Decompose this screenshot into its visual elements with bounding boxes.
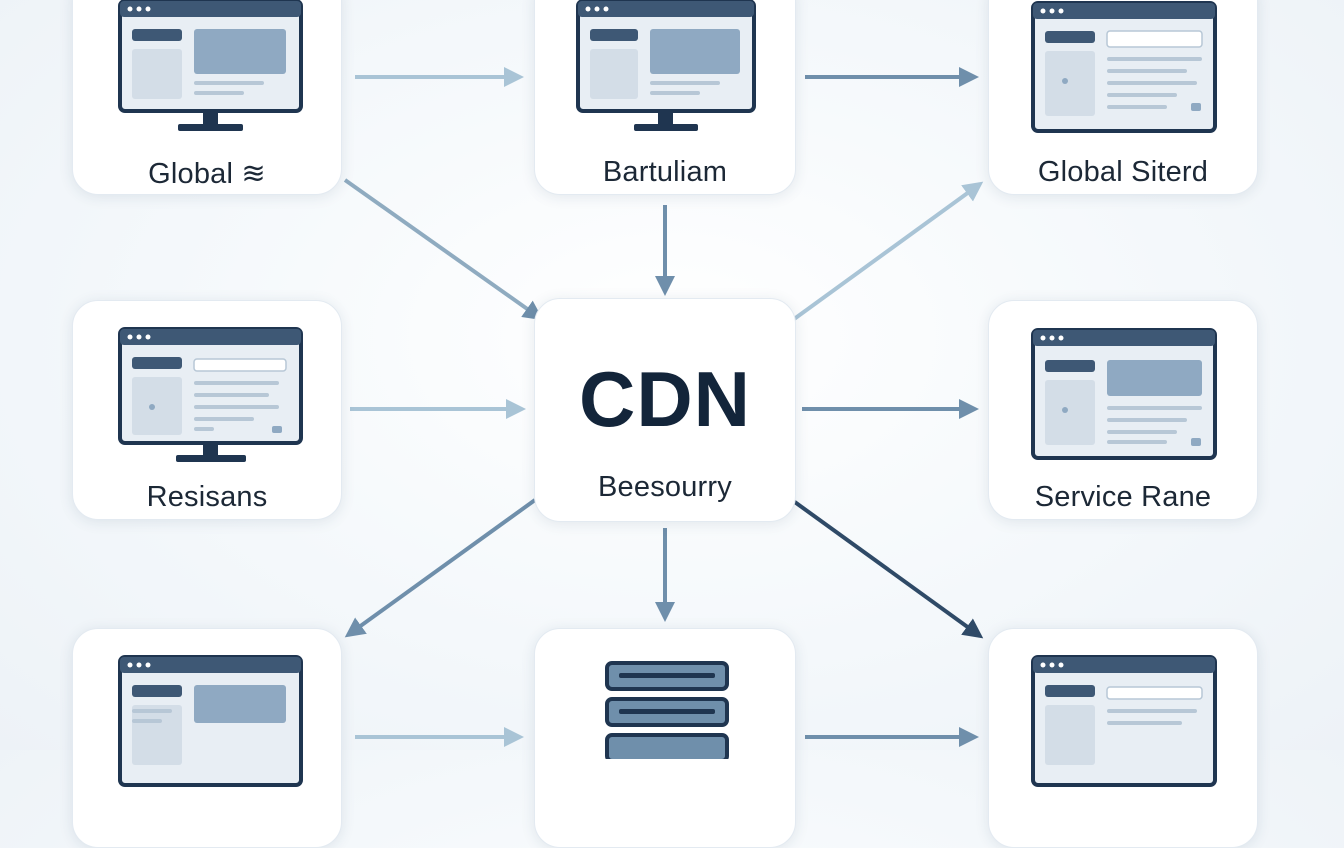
arrow-topleft-to-cdn bbox=[343, 178, 544, 321]
server-stack-icon bbox=[605, 661, 729, 759]
node-label: Service Rane bbox=[1034, 481, 1212, 513]
browser-window-icon bbox=[118, 655, 303, 787]
node-mid-right: Service Rane bbox=[988, 300, 1258, 520]
node-mid-left: Resisans bbox=[72, 300, 342, 520]
arrow-cdn-to-bottomright bbox=[790, 498, 984, 639]
node-label: Global ≋ bbox=[148, 158, 266, 190]
cdn-title: CDN bbox=[579, 355, 751, 443]
node-top-center: Bartuliam bbox=[534, 0, 796, 195]
node-label: Resisans bbox=[146, 481, 268, 513]
node-bottom-left bbox=[72, 628, 342, 848]
arrow-cdn-to-bottomleft bbox=[344, 498, 537, 638]
node-top-right: Global Siterd bbox=[988, 0, 1258, 195]
browser-window-icon bbox=[1031, 328, 1217, 460]
cdn-network-diagram: Global ≋ Bartuliam bbox=[72, 0, 1258, 848]
node-label: Beesourry bbox=[598, 471, 732, 503]
monitor-icon bbox=[118, 0, 303, 131]
arrow-cdn-to-topright bbox=[788, 181, 984, 324]
monitor-icon bbox=[118, 327, 303, 462]
node-cdn-center: CDN Beesourry bbox=[534, 298, 796, 522]
node-label: Global Siterd bbox=[1037, 156, 1209, 188]
node-label: Bartuliam bbox=[602, 156, 728, 188]
connection-arrows bbox=[343, 67, 984, 747]
browser-window-icon bbox=[1031, 1, 1217, 133]
node-top-left: Global ≋ bbox=[72, 0, 342, 195]
node-bottom-center bbox=[534, 628, 796, 848]
node-bottom-right bbox=[988, 628, 1258, 848]
monitor-icon bbox=[576, 0, 756, 131]
browser-window-icon bbox=[1031, 655, 1217, 787]
